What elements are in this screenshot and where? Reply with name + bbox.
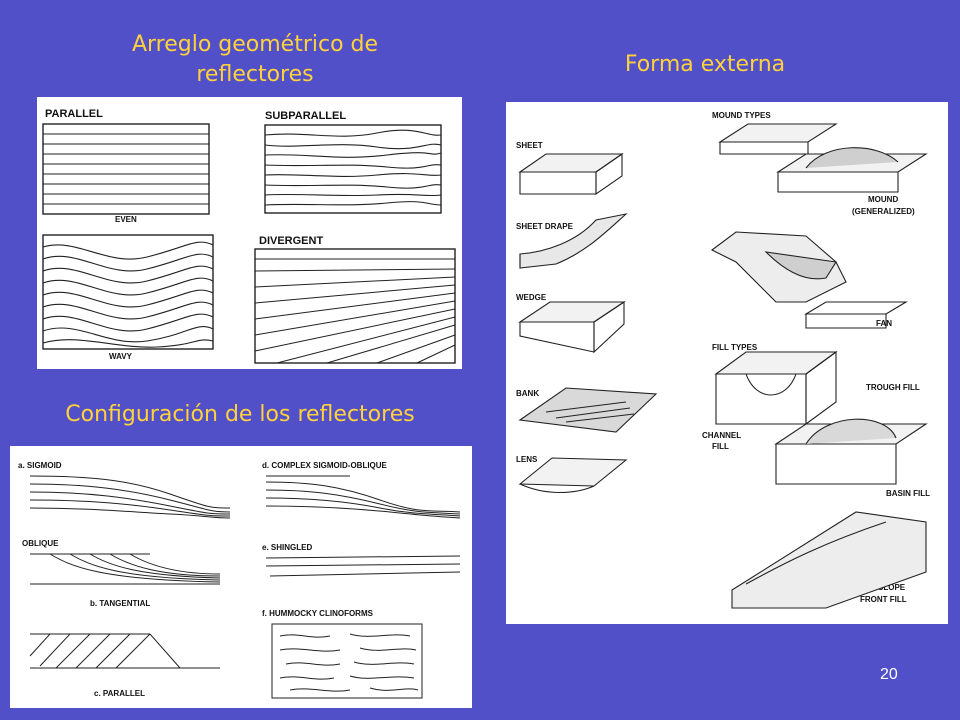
slope-front-fill-block bbox=[731, 511, 927, 609]
label-wavy: WAVY bbox=[109, 352, 133, 361]
divergent-box bbox=[254, 248, 456, 364]
label-oblique: OBLIQUE bbox=[22, 539, 59, 548]
label-hummocky: f. HUMMOCKY CLINOFORMS bbox=[262, 609, 374, 618]
label-mound: MOUND bbox=[868, 195, 898, 204]
label-basin-fill: BASIN FILL bbox=[886, 489, 930, 498]
label-sheet: SHEET bbox=[516, 141, 543, 150]
wavy-box bbox=[42, 234, 214, 350]
label-shingled: e. SHINGLED bbox=[262, 543, 312, 552]
label-config-parallel: c. PARALLEL bbox=[94, 689, 145, 698]
subparallel-box bbox=[264, 124, 442, 214]
divergent-lines bbox=[254, 258, 456, 364]
config-parallel-lines bbox=[29, 633, 220, 669]
trough-fill-block bbox=[714, 350, 838, 426]
basin-fill-block bbox=[774, 418, 928, 485]
lens-shape bbox=[518, 457, 628, 493]
label-wedge: WEDGE bbox=[516, 293, 547, 302]
oblique-tangential-lines bbox=[30, 553, 221, 585]
label-slope: SLOPE bbox=[878, 583, 906, 592]
panel-reflector-configuration: a. SIGMOID OBLIQUE b. TANGENTIAL c. PARA… bbox=[10, 446, 472, 708]
label-sheet-drape: SHEET DRAPE bbox=[516, 222, 574, 231]
title-configuracion: Configuración de los reflectores bbox=[65, 402, 415, 427]
wavy-lines bbox=[42, 241, 214, 348]
geometric-arrangement-figure: PARALLEL SUBPARALLEL EVEN DIVERGENT WAVY bbox=[42, 108, 456, 364]
sheet-drape-shape bbox=[519, 213, 628, 269]
label-mound-generalized: (GENERALIZED) bbox=[852, 207, 915, 216]
panel-geometric-arrangement: PARALLEL SUBPARALLEL EVEN DIVERGENT WAVY bbox=[37, 97, 462, 369]
label-subparallel: SUBPARALLEL bbox=[265, 110, 346, 122]
external-form-figure: SHEET SHEET DRAPE WEDGE BANK LENS MOUND … bbox=[516, 111, 930, 609]
label-sigmoid: a. SIGMOID bbox=[18, 461, 62, 470]
title-arreglo: Arreglo geométrico de reflectores bbox=[131, 32, 379, 87]
label-complex-sigmoid-oblique: d. COMPLEX SIGMOID-OBLIQUE bbox=[262, 461, 388, 470]
label-channel: CHANNEL bbox=[702, 431, 741, 440]
parallel-lines bbox=[43, 133, 209, 205]
label-tangential: b. TANGENTIAL bbox=[90, 599, 150, 608]
complex-sigmoid-oblique-lines bbox=[265, 475, 461, 519]
subparallel-lines bbox=[264, 129, 442, 206]
label-lens: LENS bbox=[516, 455, 538, 464]
label-channel-fill: FILL bbox=[712, 442, 729, 451]
fan-block bbox=[710, 231, 908, 329]
mound-block bbox=[718, 123, 928, 193]
label-divergent: DIVERGENT bbox=[259, 235, 323, 247]
bank-shape bbox=[518, 387, 658, 433]
label-front-fill: FRONT FILL bbox=[860, 595, 907, 604]
wedge-block bbox=[518, 300, 626, 354]
label-fill-types: FILL TYPES bbox=[712, 343, 758, 352]
reflector-configuration-figure: a. SIGMOID OBLIQUE b. TANGENTIAL c. PARA… bbox=[18, 461, 461, 699]
parallel-box bbox=[42, 123, 210, 215]
title-forma-externa: Forma externa bbox=[624, 52, 786, 77]
label-trough-fill: TROUGH FILL bbox=[866, 383, 920, 392]
label-bank: BANK bbox=[516, 389, 539, 398]
label-fan: FAN bbox=[876, 319, 892, 328]
label-parallel: PARALLEL bbox=[45, 108, 103, 120]
label-even: EVEN bbox=[115, 215, 137, 224]
shingled-lines bbox=[265, 555, 461, 577]
label-mound-types: MOUND TYPES bbox=[712, 111, 771, 120]
hummocky-box bbox=[271, 623, 423, 699]
sheet-block bbox=[518, 152, 624, 196]
page-number: 20 bbox=[880, 666, 898, 683]
panel-external-form: SHEET SHEET DRAPE WEDGE BANK LENS MOUND … bbox=[506, 102, 948, 624]
sigmoid-lines bbox=[29, 475, 231, 519]
